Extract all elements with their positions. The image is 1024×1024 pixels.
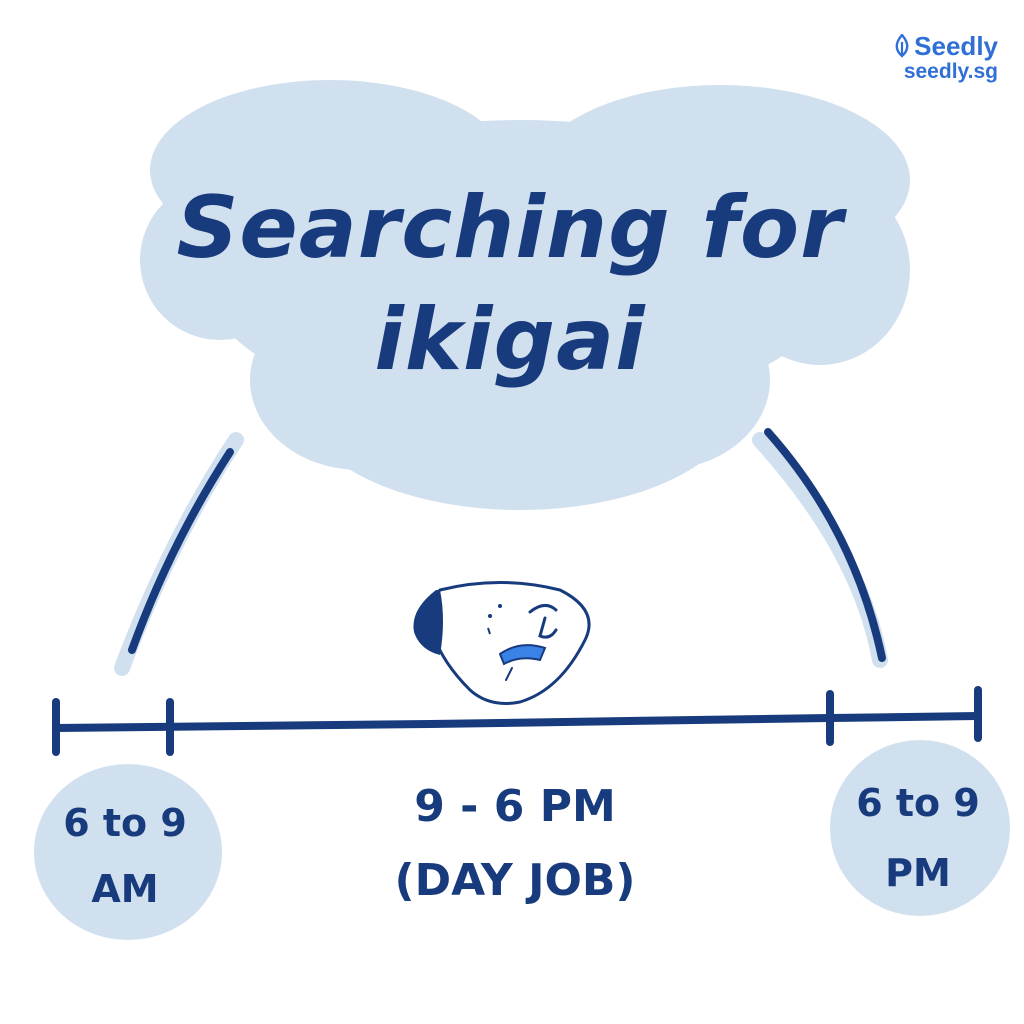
label-morning-line1: 6 to 9: [63, 801, 187, 845]
brand-name-text: Seedly: [914, 31, 998, 61]
seedly-brand: Seedly seedly.sg: [893, 32, 998, 84]
timeline-line: [52, 712, 982, 732]
title-line-1: Searching for: [176, 178, 844, 278]
label-morning: 6 to 9 AM: [40, 790, 210, 922]
left-label-bubble: [34, 764, 222, 940]
label-evening: 6 to 9 PM: [836, 768, 1000, 908]
left-arc: [128, 448, 234, 654]
right-arc: [764, 428, 886, 662]
brand-url-text: seedly.sg: [903, 60, 998, 83]
seed-leaf-icon: [895, 34, 909, 58]
page-title: Searching for ikigai: [150, 172, 870, 396]
label-evening-line1: 6 to 9: [856, 781, 980, 825]
label-evening-line2: PM: [885, 851, 951, 895]
label-day-job-line2: (DAY JOB): [394, 855, 636, 906]
label-day-job: 9 - 6 PM (DAY JOB): [330, 770, 700, 918]
right-arc-shadow: [752, 432, 888, 668]
title-line-2: ikigai: [374, 290, 646, 390]
right-label-bubble: [830, 740, 1010, 916]
thought-cloud: [140, 80, 910, 510]
timeline: [52, 686, 982, 756]
sad-seed-character: [413, 581, 591, 705]
label-day-job-line1: 9 - 6 PM: [414, 781, 616, 832]
label-morning-line2: AM: [91, 867, 159, 911]
